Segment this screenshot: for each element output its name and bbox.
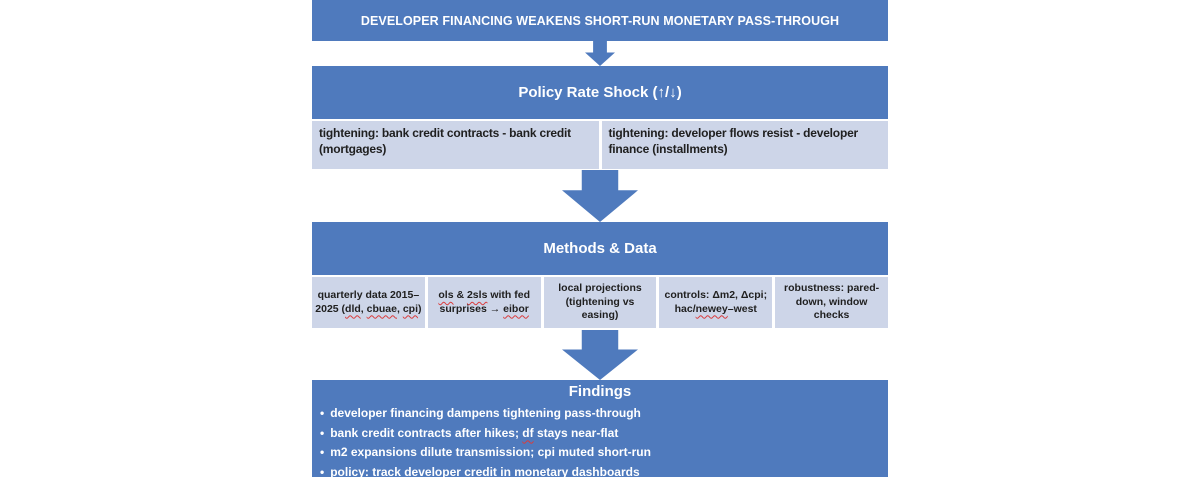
misspelled-word: cbuae	[366, 302, 397, 315]
findings-bullet: • policy: track developer credit in mone…	[320, 463, 882, 479]
policy-cells-row: tightening: bank credit contracts - bank…	[312, 121, 888, 169]
text-segment: m2 expansions dilute transmission; cpi m…	[330, 445, 651, 459]
bullet-dot-icon: •	[320, 425, 325, 440]
text-segment: stays near-flat	[533, 425, 619, 440]
findings-list: • developer financing dampens tightening…	[318, 404, 882, 479]
text-segment: with fed surprises →	[439, 288, 530, 315]
findings-bullet-text: m2 expansions dilute transmission; cpi m…	[330, 443, 651, 463]
misspelled-word: newey	[695, 302, 728, 315]
findings-bullet-text: policy: track developer credit in moneta…	[330, 463, 639, 479]
policy-rate-shock-section: Policy Rate Shock (↑/↓) tightening: bank…	[312, 66, 888, 169]
down-arrow-icon	[562, 330, 638, 380]
title-bar: DEVELOPER FINANCING WEAKENS SHORT-RUN MO…	[312, 0, 888, 41]
methods-cell-text: ols & 2sls with fed surprises → eibor	[431, 289, 538, 316]
methods-cell-ols-2sls: ols & 2sls with fed surprises → eibor	[427, 277, 541, 328]
findings-bullet-text: bank credit contracts after hikes; df st…	[330, 424, 618, 444]
misspelled-word: cpi	[402, 302, 419, 315]
findings-bullet-text: developer financing dampens tightening p…	[330, 404, 641, 424]
text-segment: bank credit contracts after hikes;	[330, 425, 523, 440]
misspelled-word: ols	[438, 288, 454, 301]
misspelled-word: df	[522, 425, 534, 440]
text-segment: local projections (tightening vs easing)	[558, 282, 642, 322]
methods-cell-robustness: robustness: pared-down, window checks	[775, 277, 888, 328]
text-segment: quarterly data 2015–2025 (	[315, 288, 420, 315]
methods-section-header: Methods & Data	[312, 222, 888, 275]
down-arrow-icon	[562, 170, 638, 222]
text-segment: )	[418, 302, 422, 315]
methods-cell-quarterly-data: quarterly data 2015–2025 (dld, cbuae, cp…	[312, 277, 425, 328]
findings-bullet: • m2 expansions dilute transmission; cpi…	[320, 443, 882, 463]
findings-bullet: • developer financing dampens tightening…	[320, 404, 882, 424]
text-segment: ,	[397, 302, 403, 315]
findings-bullet: • bank credit contracts after hikes; df …	[320, 424, 882, 444]
bullet-dot-icon: •	[320, 445, 325, 459]
misspelled-word: dld	[345, 302, 361, 315]
flow-column: DEVELOPER FINANCING WEAKENS SHORT-RUN MO…	[312, 0, 888, 479]
policy-section-header: Policy Rate Shock (↑/↓)	[312, 66, 888, 119]
down-arrow-icon	[585, 41, 615, 66]
misspelled-word: 2sls	[466, 288, 488, 301]
methods-data-section: Methods & Data quarterly data 2015–2025 …	[312, 222, 888, 328]
methods-cell-text: local projections (tightening vs easing)	[547, 282, 654, 323]
methods-header-text: Methods & Data	[543, 240, 657, 257]
text-segment: controls: Δm2, Δcpi; hac/	[664, 288, 768, 315]
policy-cell-developer-finance: tightening: developer flows resist - dev…	[601, 121, 888, 169]
text-segment: –west	[727, 302, 757, 315]
policy-header-text: Policy Rate Shock (↑/↓)	[518, 84, 682, 101]
text-segment: tightening: developer flows resist - dev…	[608, 126, 859, 156]
methods-cell-text: robustness: pared-down, window checks	[778, 282, 885, 323]
methods-cell-text: controls: Δm2, Δcpi; hac/newey–west	[662, 289, 769, 316]
text-segment: robustness: pared-down, window checks	[784, 282, 880, 322]
findings-section: Findings • developer financing dampens t…	[312, 380, 888, 479]
methods-cells-row: quarterly data 2015–2025 (dld, cbuae, cp…	[312, 277, 888, 328]
text-segment: &	[453, 288, 467, 301]
methods-cell-local-projections: local projections (tightening vs easing)	[543, 277, 657, 328]
text-segment: tightening: bank credit contracts - bank…	[319, 126, 571, 156]
text-segment: developer financing dampens tightening p…	[330, 406, 641, 420]
policy-cell-bank-credit: tightening: bank credit contracts - bank…	[312, 121, 599, 169]
text-segment: ,	[360, 302, 367, 315]
bullet-dot-icon: •	[320, 464, 325, 479]
bullet-dot-icon: •	[320, 406, 325, 420]
methods-cell-text: quarterly data 2015–2025 (dld, cbuae, cp…	[315, 289, 422, 316]
findings-header-text: Findings	[568, 383, 632, 400]
text-segment: policy: track developer credit in moneta…	[330, 464, 640, 479]
title-text: DEVELOPER FINANCING WEAKENS SHORT-RUN MO…	[360, 13, 840, 28]
methods-cell-controls: controls: Δm2, Δcpi; hac/newey–west	[659, 277, 773, 328]
misspelled-word: eibor	[503, 302, 529, 315]
